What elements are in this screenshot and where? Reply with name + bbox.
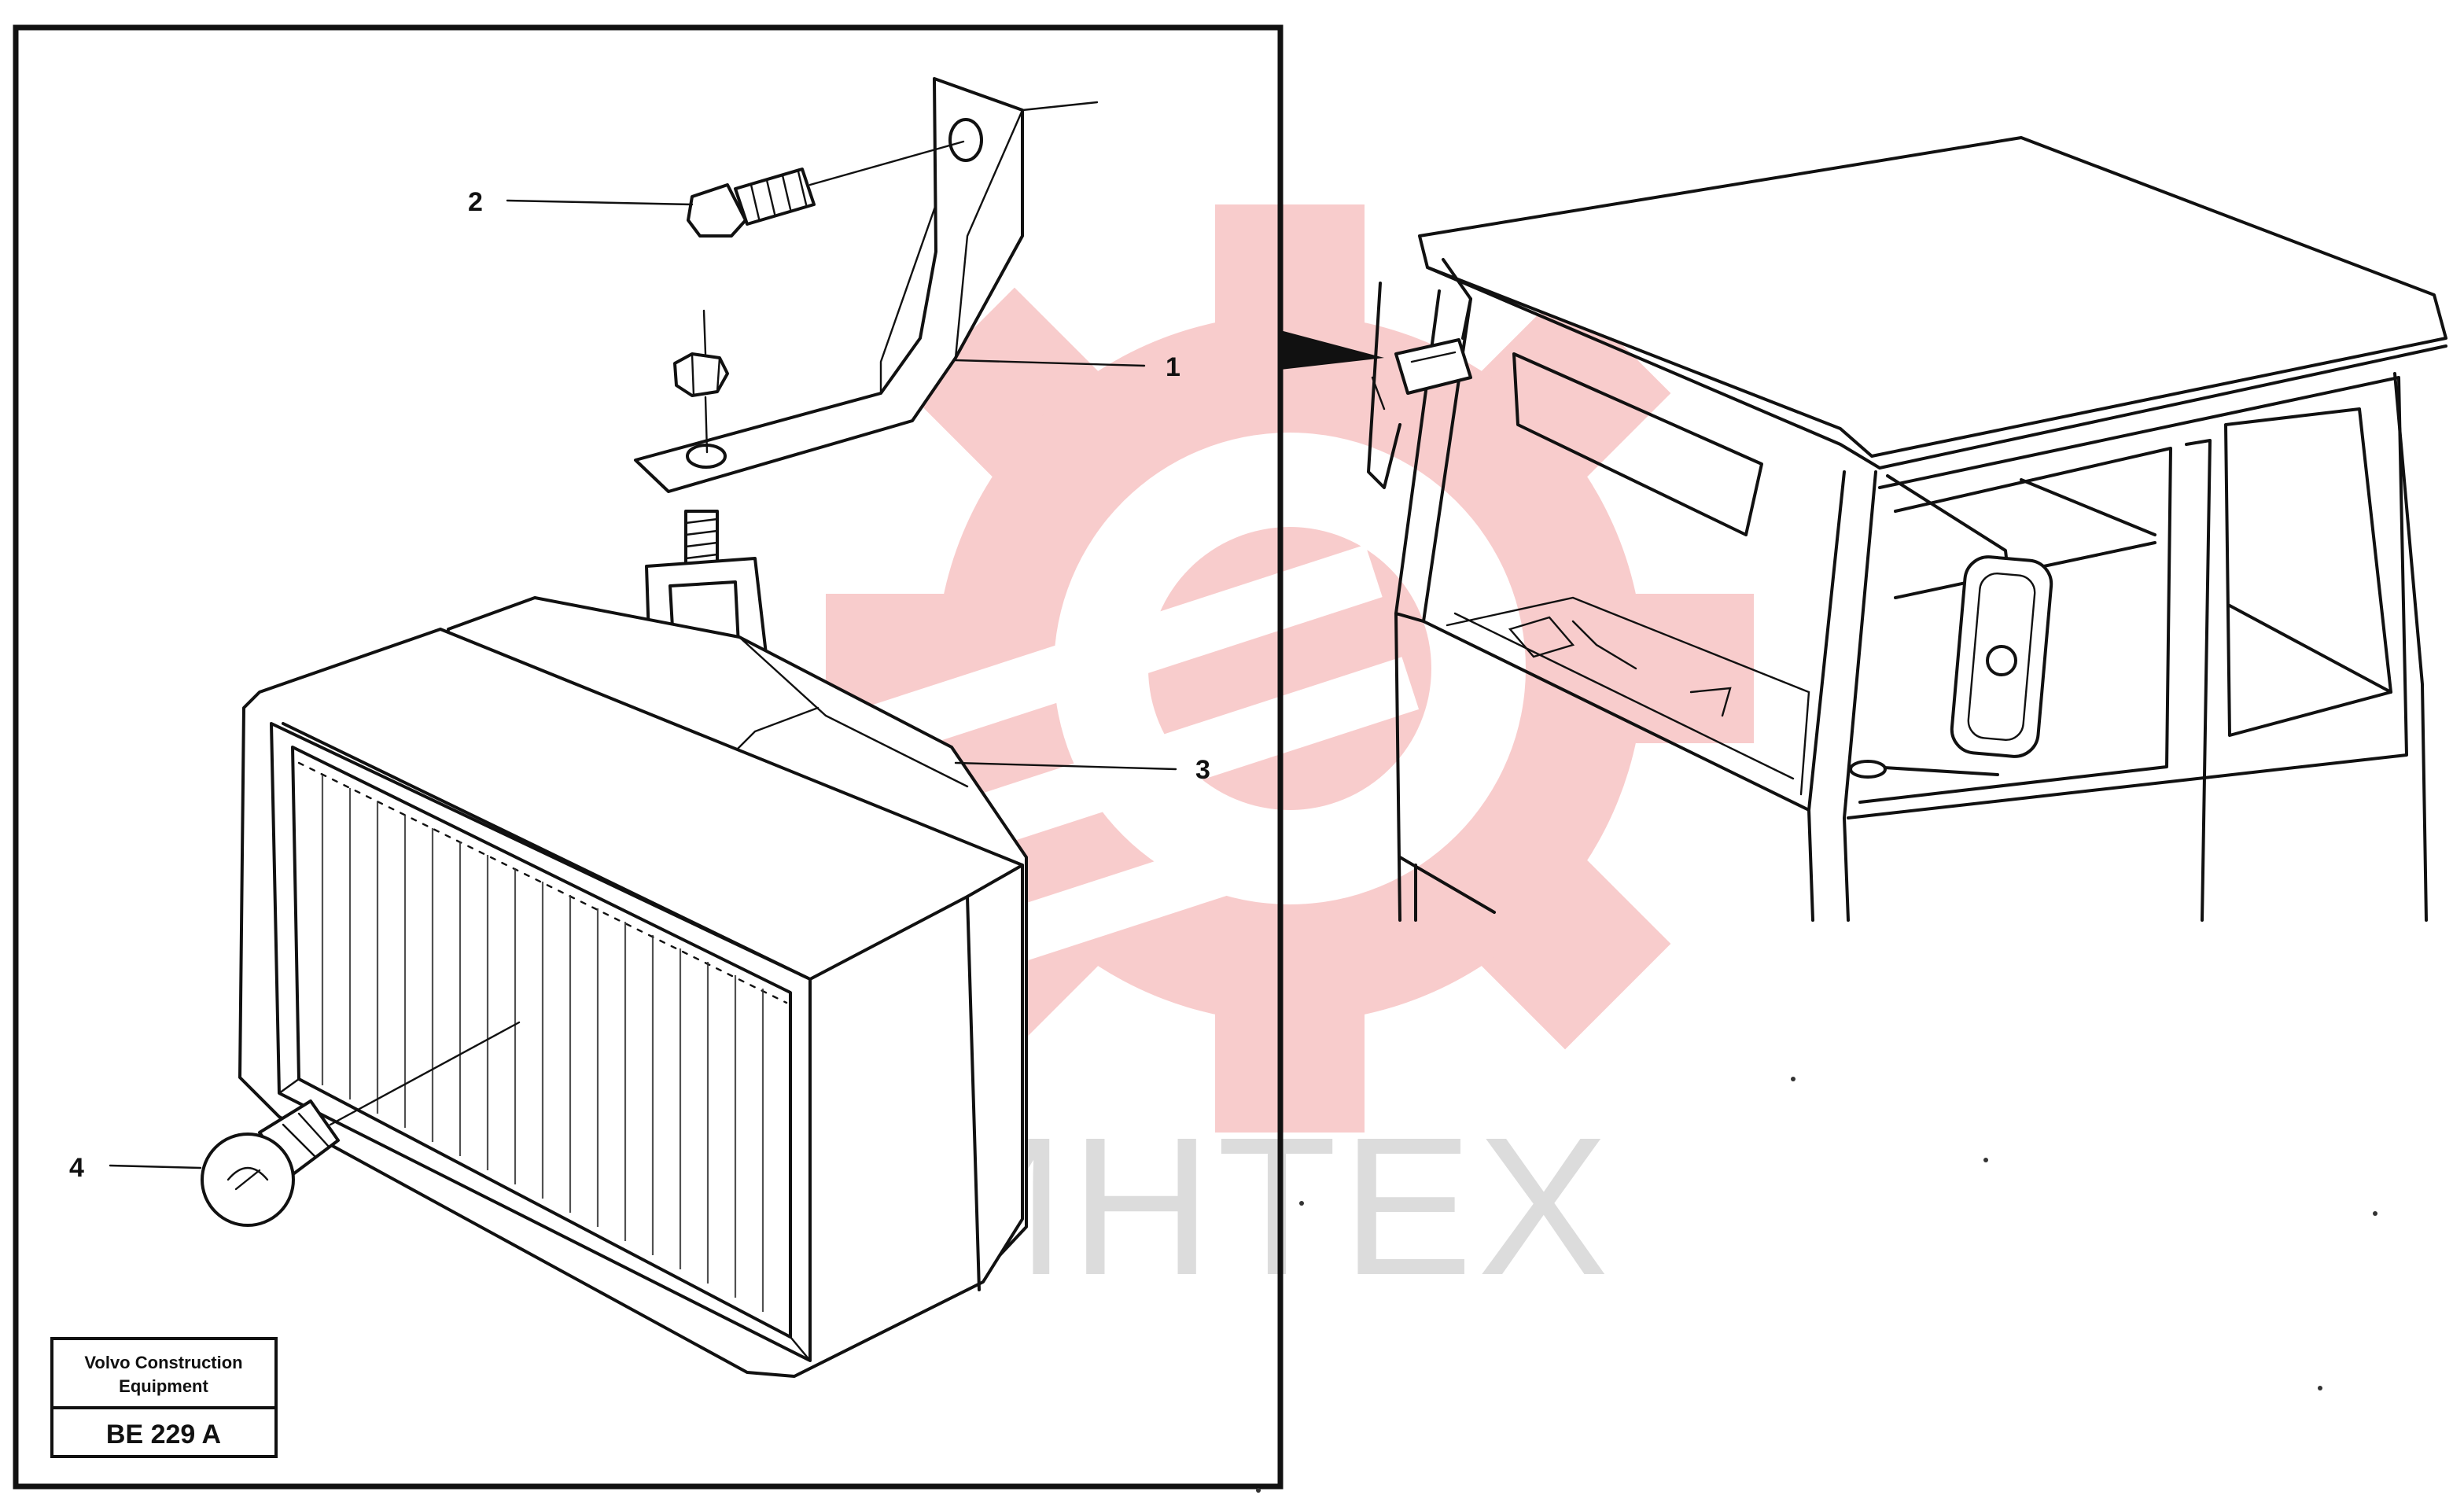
scan-specks bbox=[1256, 1077, 2377, 1493]
callout-3: 3 bbox=[1195, 755, 1210, 785]
nut bbox=[673, 309, 729, 454]
cab-overview bbox=[1367, 136, 2447, 922]
callout-2: 2 bbox=[468, 187, 483, 217]
leader-lines bbox=[109, 199, 1177, 1169]
stud bbox=[684, 510, 719, 568]
watermark-text: ИНТЕХ bbox=[924, 1096, 1613, 1316]
bracket-hole bbox=[948, 118, 983, 162]
title-block: Volvo Construction Equipment BE 229 A bbox=[50, 1337, 278, 1458]
callout-1: 1 bbox=[1166, 352, 1180, 382]
bulb bbox=[201, 1021, 521, 1227]
detail-frame bbox=[13, 24, 1284, 1490]
title-block-drawing-number: BE 229 A bbox=[106, 1420, 221, 1449]
location-pointer bbox=[1280, 330, 1384, 370]
mounting-bracket bbox=[634, 77, 1099, 493]
title-block-company-line1: Volvo Construction bbox=[84, 1353, 242, 1372]
screw bbox=[687, 140, 965, 238]
work-lamp bbox=[238, 596, 1028, 1378]
callout-4: 4 bbox=[69, 1153, 84, 1183]
title-block-company-line2: Equipment bbox=[119, 1376, 208, 1396]
cab-roof bbox=[1418, 136, 2447, 458]
